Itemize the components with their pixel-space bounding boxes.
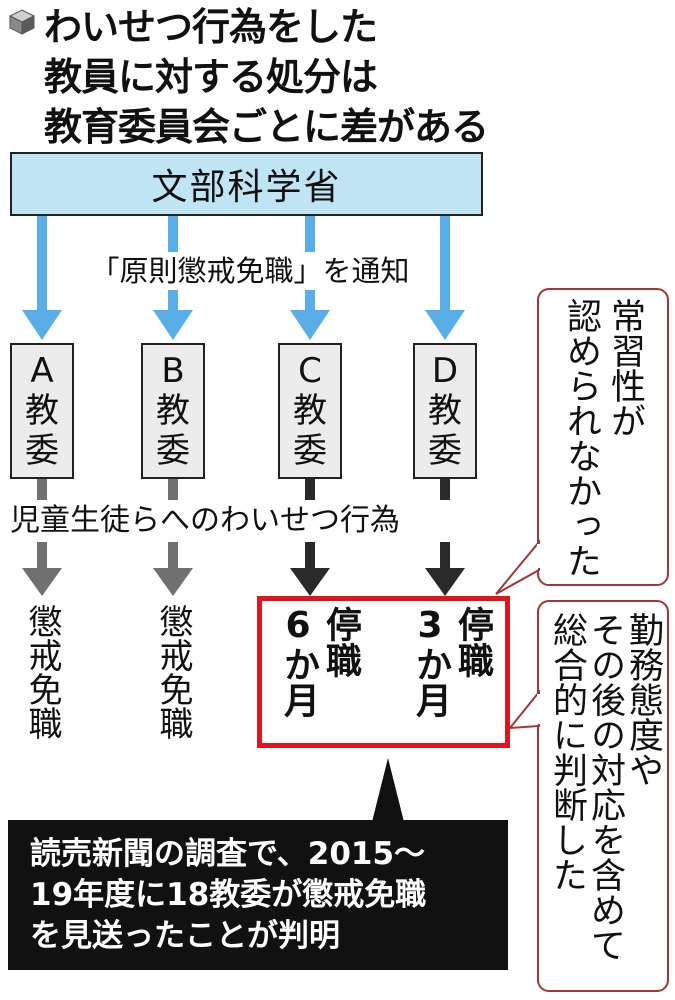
outcome-d-type: 停職 [452, 606, 493, 687]
outcome-d-type-text: 停職 [452, 606, 493, 678]
outcome-c-num-unit: 6 か月 [278, 605, 319, 727]
blue-arrow-shaft-a [37, 216, 47, 314]
ministry-label: 文部科学省 [151, 167, 342, 208]
black-arrow-head-d [425, 568, 465, 596]
headline: わいせつ行為をした 教員に対する処分は 教育委員会ごとに差がある [44, 2, 669, 152]
board-a-label-2: 委 [25, 431, 59, 471]
survey-note-line-2: 19年度に18教委が懲戒免職 [30, 877, 427, 913]
blue-arrow-head-b [153, 310, 193, 340]
board-c-box: C 教 委 [278, 343, 342, 479]
survey-note-line-3: を見送ったことが判明 [30, 918, 340, 954]
outcome-b: 懲戒免職 [153, 604, 193, 749]
outcome-a-text: 懲戒免職 [22, 604, 62, 740]
callout-top: 常習性が 認められなかった [537, 288, 669, 586]
note-pointer [372, 758, 404, 822]
board-b-label-2: 委 [156, 431, 190, 471]
blue-arrow-head-c [290, 310, 330, 340]
gray-arrow-head-a [22, 568, 62, 596]
callout-bottom-text-3: 総合的に判断した [547, 612, 587, 892]
notification-label: 「原則懲戒免職」を通知 [60, 252, 440, 290]
board-c-letter: C [298, 351, 322, 391]
board-a-box: A 教 委 [10, 343, 74, 479]
headline-line-3: 教育委員会ごとに差がある [44, 105, 489, 149]
board-d-letter: D [431, 351, 459, 391]
board-d-label-2: 委 [428, 431, 462, 471]
outcome-b-text: 懲戒免職 [153, 604, 193, 740]
cube-icon [8, 9, 36, 35]
callout-bottom: 勤務態度や その後の対応を含めて 総合的に判断した [537, 600, 669, 992]
outcome-c-unit: か月 [278, 646, 319, 718]
blue-arrow-head-d [425, 310, 465, 340]
outcome-d-num: 3 [417, 605, 443, 646]
acts-label: 児童生徒らへのわいせつ行為 [10, 500, 495, 542]
headline-line-1: わいせつ行為をした [44, 5, 378, 49]
ministry-box: 文部科学省 [10, 152, 483, 216]
outcome-a: 懲戒免職 [22, 604, 62, 749]
board-b-letter: B [161, 351, 185, 391]
outcome-d-unit: か月 [410, 646, 451, 718]
callout-top-pointer [495, 540, 541, 595]
outcome-c-num: 6 [285, 605, 311, 646]
suspension-box [257, 596, 510, 748]
board-c-label-1: 教 [293, 391, 327, 431]
board-b-box: B 教 委 [141, 343, 205, 479]
callout-top-col-1: 常習性が [605, 298, 645, 446]
outcome-d-num-unit: 3 か月 [410, 605, 451, 727]
blue-arrow-shaft-d [440, 216, 450, 314]
survey-note: 読売新聞の調査で、2015～ 19年度に18教委が懲戒免職 を見送ったことが判明 [8, 820, 508, 970]
callout-top-text-1: 常習性が [605, 298, 645, 438]
board-d-box: D 教 委 [413, 343, 477, 479]
callout-top-text-2: 認められなかった [561, 298, 601, 578]
outcome-c-type-text: 停職 [320, 606, 361, 678]
board-d-label-1: 教 [428, 391, 462, 431]
blue-arrow-head-a [22, 310, 62, 340]
callout-bottom-col-3: 総合的に判断した [547, 612, 587, 900]
black-arrow-head-c [290, 568, 330, 596]
outcome-c-type: 停職 [320, 606, 361, 687]
board-a-label-1: 教 [25, 391, 59, 431]
callout-bottom-col-1: 勤務態度や [623, 612, 663, 795]
callout-top-col-2: 認められなかった [561, 298, 601, 586]
callout-bottom-text-2: その後の対応を含めて [585, 612, 625, 962]
callout-bottom-col-2: その後の対応を含めて [585, 612, 625, 970]
survey-note-line-1: 読売新聞の調査で、2015～ [30, 836, 426, 872]
board-c-label-2: 委 [293, 431, 327, 471]
callout-bottom-pointer [507, 690, 541, 730]
gray-arrow-head-b [153, 568, 193, 596]
headline-line-2: 教員に対する処分は [44, 55, 378, 99]
board-b-label-1: 教 [156, 391, 190, 431]
callout-bottom-text-1: 勤務態度や [623, 612, 663, 787]
board-a-letter: A [30, 351, 54, 391]
